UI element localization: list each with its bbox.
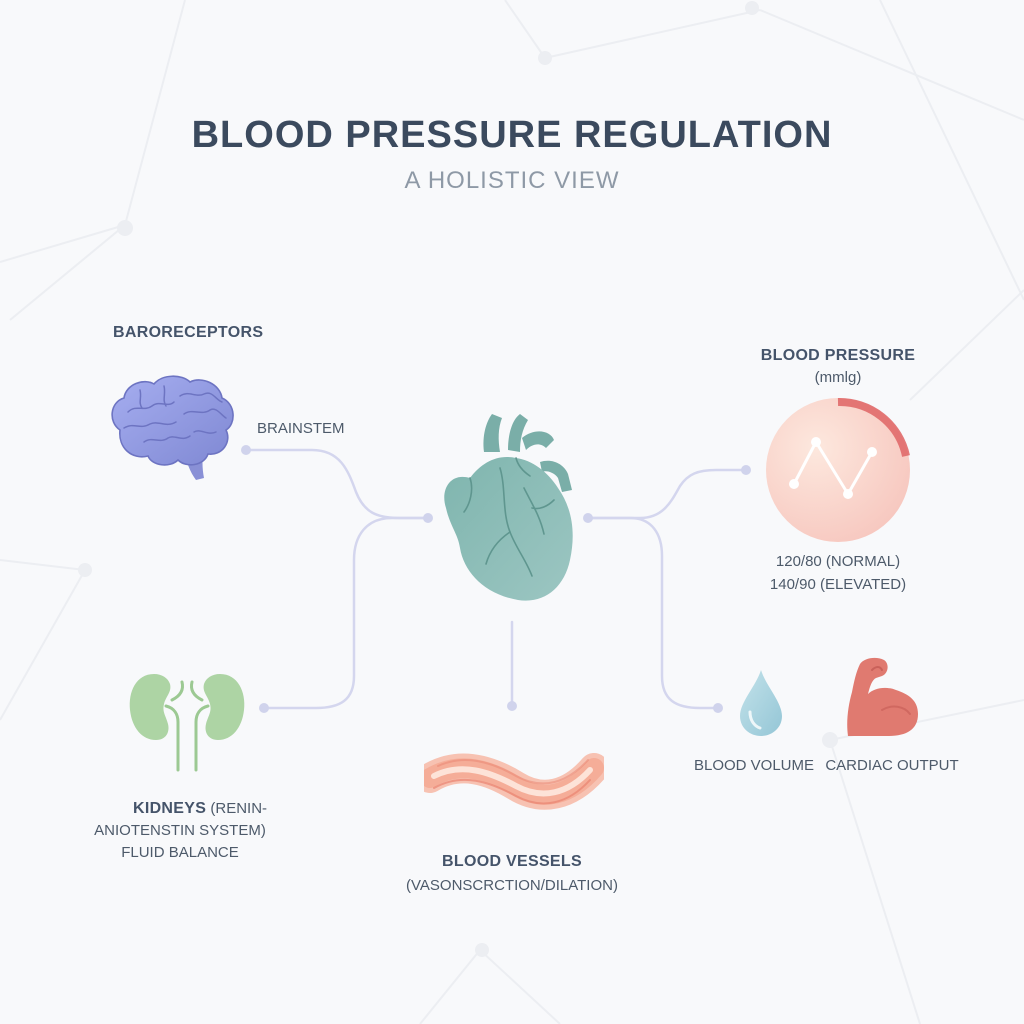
kidneys-label-bold: KIDNEYS (132, 800, 207, 817)
reading-normal: 120/80 (NORMAL) (775, 553, 901, 570)
kidneys-icon (129, 674, 245, 772)
blood-pressure-unit: (mmlg) (814, 369, 862, 386)
brain-icon (111, 375, 234, 480)
kidneys-label-line3: FLUID BALANCE (121, 844, 239, 861)
kidneys-label-line2: ANIOTENSTIN SYSTEM) (94, 822, 266, 839)
kidneys-label-rest: (RENIN- (206, 800, 268, 817)
connector-node (423, 513, 433, 523)
connector-node (259, 703, 269, 713)
connector-node (713, 703, 723, 713)
baroreceptors-label: BARORECEPTORS (113, 324, 264, 341)
reading-elevated: 140/90 (ELEVATED) (769, 576, 907, 593)
blood-vessels-label: BLOOD VESSELS (442, 853, 582, 870)
connector-node (507, 701, 517, 711)
page-subtitle: A HOLISTIC VIEW (404, 167, 620, 194)
water-drop-icon (740, 670, 782, 736)
blood-pressure-label: BLOOD PRESSURE (760, 347, 916, 364)
kidneys-label-line1: KIDNEYS (RENIN- (80, 800, 320, 818)
connector-node (241, 445, 251, 455)
connector-node (583, 513, 593, 523)
pressure-gauge-icon (766, 397, 910, 542)
blood-volume-label: BLOOD VOLUME (693, 757, 815, 774)
connector-node (741, 465, 751, 475)
cardiac-output-label: CARDIAC OUTPUT (825, 757, 959, 774)
blood-vessel-icon (424, 753, 604, 810)
heart-icon (444, 414, 573, 601)
page-title: BLOOD PRESSURE REGULATION (191, 114, 833, 156)
blood-vessels-sublabel: (VASONSCRCTION/DILATION) (406, 877, 618, 894)
brainstem-label: BRAINSTEM (257, 420, 345, 437)
flexed-arm-icon (847, 657, 918, 736)
